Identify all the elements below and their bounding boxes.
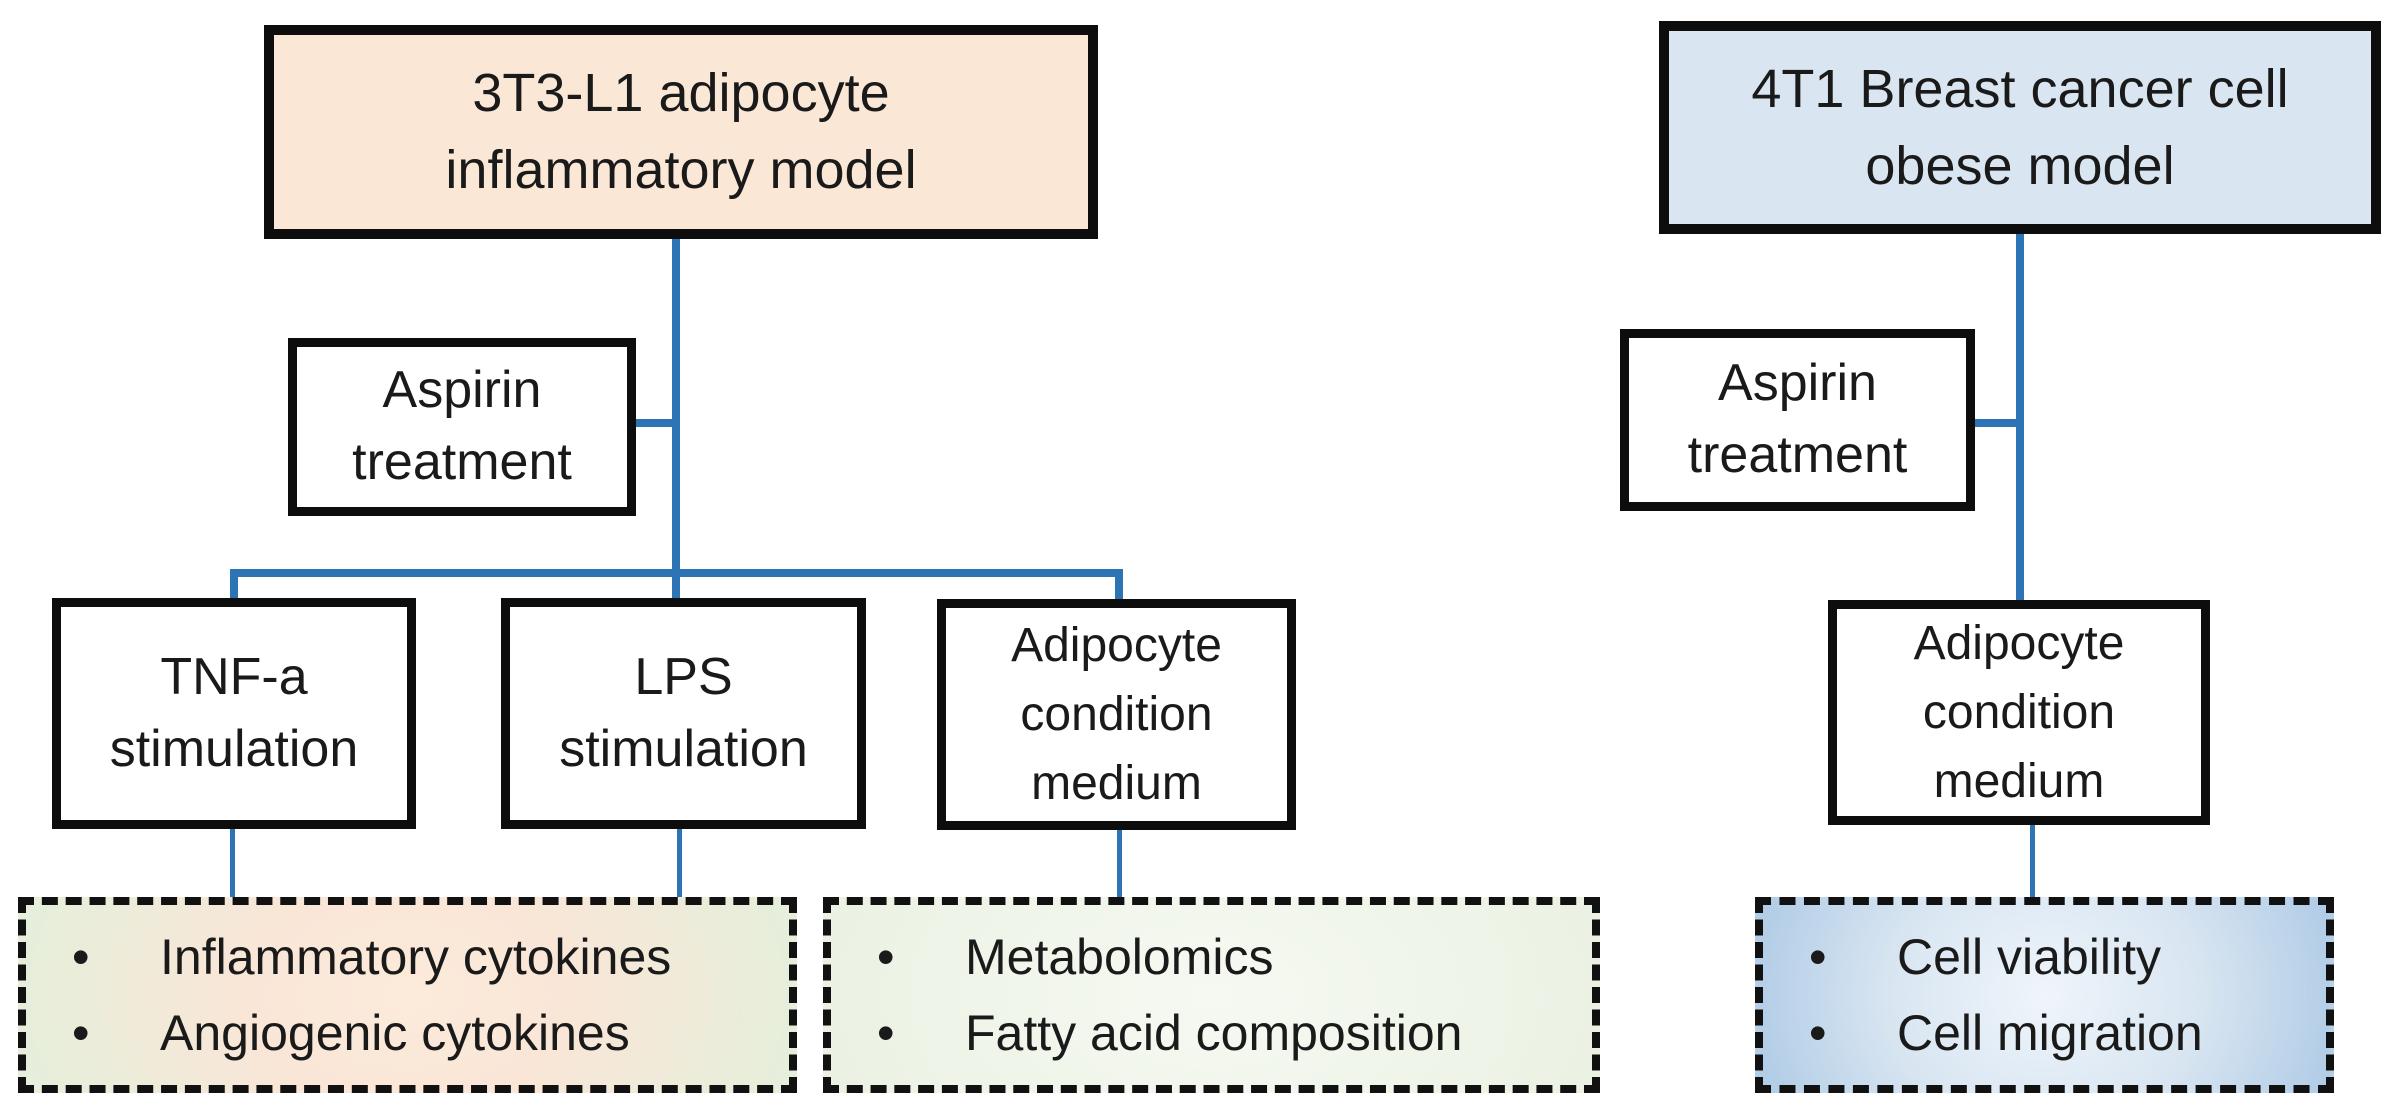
tnf-outcome-connector-line (230, 829, 235, 897)
outcome-item-label: Angiogenic cytokines (160, 1005, 630, 1061)
outcome-item-label: Fatty acid composition (965, 1005, 1463, 1061)
model-left-box: 3T3-L1 adipocyte inflammatory model (264, 25, 1098, 239)
outcome-item-label: Inflammatory cytokines (160, 929, 672, 985)
bullet-icon: • (1809, 1005, 1827, 1061)
cytokines-outcome-box: • Inflammatory cytokines • Angiogenic cy… (18, 897, 797, 1093)
bullet-icon: • (1809, 929, 1827, 985)
list-item: • Fatty acid composition (877, 998, 1572, 1068)
outcome-item-label: Metabolomics (965, 929, 1274, 985)
list-item: • Cell migration (1809, 998, 2306, 1068)
branch-drop-acm-line (1115, 569, 1123, 600)
branch-drop-tnf-line (230, 569, 238, 599)
lps-stimulation-box: LPS stimulation (501, 598, 866, 829)
bullet-icon: • (72, 929, 90, 985)
list-item: • Inflammatory cytokines (72, 922, 769, 992)
acm-left-box: Adipocyte condition medium (937, 599, 1296, 830)
acm-right-box: Adipocyte condition medium (1828, 600, 2210, 825)
bullet-icon: • (877, 929, 895, 985)
aspirin-left-connector-line (636, 419, 680, 427)
lps-outcome-connector-line (677, 829, 682, 897)
aspirin-left-box: Aspirin treatment (288, 338, 636, 516)
list-item: • Metabolomics (877, 922, 1572, 992)
list-item: • Cell viability (1809, 922, 2306, 992)
acm-left-outcome-connector-line (1117, 830, 1122, 897)
metabolomics-outcome-box: • Metabolomics • Fatty acid composition (823, 897, 1600, 1093)
aspirin-right-connector-line (1971, 419, 2024, 427)
list-item: • Angiogenic cytokines (72, 998, 769, 1068)
aspirin-right-box: Aspirin treatment (1620, 329, 1975, 511)
right-main-vertical-line (2016, 232, 2024, 600)
branch-drop-lps-line (672, 569, 680, 599)
cancer-outcome-box: • Cell viability • Cell migration (1755, 897, 2334, 1093)
tnf-stimulation-box: TNF-a stimulation (52, 598, 416, 829)
left-main-vertical-line (672, 236, 680, 576)
acm-right-outcome-connector-line (2030, 825, 2035, 897)
outcome-item-label: Cell viability (1897, 929, 2161, 985)
model-right-box: 4T1 Breast cancer cell obese model (1659, 21, 2381, 234)
bullet-icon: • (877, 1005, 895, 1061)
bullet-icon: • (72, 1005, 90, 1061)
outcome-item-label: Cell migration (1897, 1005, 2203, 1061)
